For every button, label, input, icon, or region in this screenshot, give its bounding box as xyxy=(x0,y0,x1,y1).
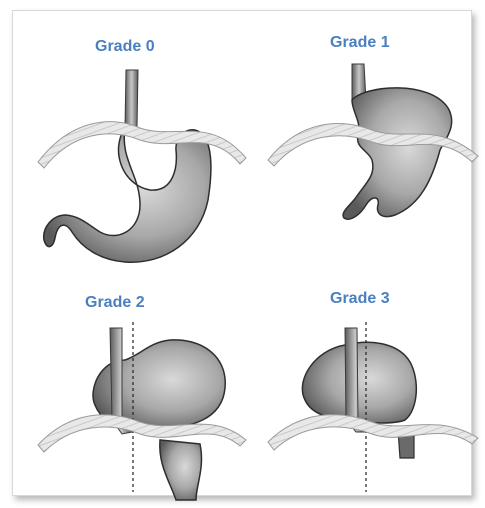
stomach-grade-0 xyxy=(44,128,211,262)
panel-grade-2 xyxy=(38,322,246,500)
stomach-grade-3 xyxy=(302,342,416,423)
panel-grade-1 xyxy=(268,64,478,219)
grade-3-label: Grade 3 xyxy=(330,290,390,308)
esophagus-grade-0 xyxy=(125,70,138,128)
panel-grade-3 xyxy=(268,322,478,492)
stomach-grade-1 xyxy=(343,88,452,219)
diaphragm-grade-0 xyxy=(38,122,246,168)
stomach-lower-grade-2 xyxy=(160,440,202,500)
grade-2-label: Grade 2 xyxy=(85,294,145,312)
grade-0-label: Grade 0 xyxy=(95,38,155,56)
grade-1-label: Grade 1 xyxy=(330,34,390,52)
panel-grade-0 xyxy=(38,70,246,262)
